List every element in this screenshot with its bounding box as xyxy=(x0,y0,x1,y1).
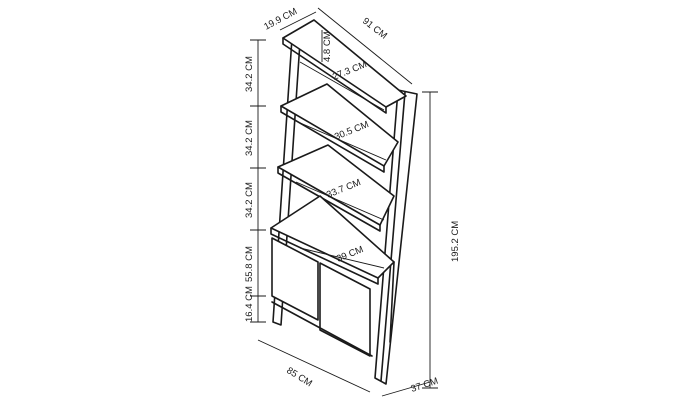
label-overall-width: 91 CM xyxy=(360,16,389,42)
shelf-2 xyxy=(280,83,399,167)
dim-shelf-2-line xyxy=(297,121,387,161)
top-shelf xyxy=(282,19,407,108)
dim-cabinet-depth-line xyxy=(299,247,385,269)
label-top-depth: 19.9 CM xyxy=(262,6,299,33)
label-shelf-gap-3: 34.2 CM xyxy=(244,182,255,218)
dim-shelf-3-line xyxy=(295,181,385,221)
label-overall-height: 195.2 CM xyxy=(450,221,461,262)
top-shelf-front xyxy=(282,37,387,114)
dimension-lines xyxy=(250,7,438,397)
dim-overall-height-ticks xyxy=(422,91,438,389)
cabinet-right-door xyxy=(319,262,371,357)
right-side-frame xyxy=(374,89,418,385)
cabinet-side-back xyxy=(389,261,395,343)
dim-shelf-1-line xyxy=(299,61,385,111)
label-top-back-height: 4.8 CM xyxy=(322,31,333,62)
dim-base-depth-line xyxy=(381,381,431,397)
label-plinth-height: 16.4 CM xyxy=(244,286,255,322)
shelf-3-front xyxy=(277,166,381,232)
label-base-width: 85 CM xyxy=(284,365,314,389)
label-shelf-gap-1: 34.2 CM xyxy=(244,56,255,92)
shelf-2-front xyxy=(280,105,385,173)
dim-left-stack-ticks xyxy=(250,39,266,323)
dim-overall-width-line xyxy=(317,7,413,85)
right-side-inner-edge xyxy=(380,91,406,382)
cabinet-top-front xyxy=(270,227,379,285)
dim-top-depth-line xyxy=(279,11,317,31)
shelf-3 xyxy=(277,144,395,226)
dim-base-width-line xyxy=(257,339,371,393)
cabinet-left-door xyxy=(271,237,319,321)
label-base-depth: 37 CM xyxy=(410,376,440,395)
label-shelf-gap-2: 34.2 CM xyxy=(244,120,255,156)
label-cabinet-height: 55.8 CM xyxy=(244,246,255,282)
bookcase-structure xyxy=(270,19,418,385)
cabinet-base-line xyxy=(271,301,373,357)
